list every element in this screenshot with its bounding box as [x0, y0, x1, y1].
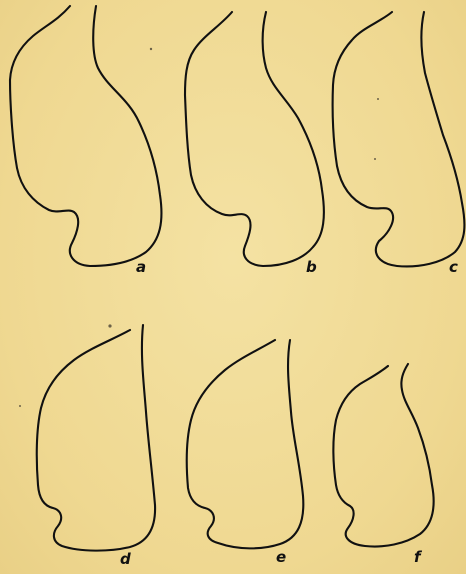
outline-b-stroke	[185, 12, 324, 266]
label-b: b	[306, 258, 317, 276]
label-f: f	[414, 548, 423, 566]
outline-b: b	[185, 12, 324, 276]
speck-dot	[150, 48, 152, 50]
outline-e-stroke	[187, 340, 304, 548]
speck-dot	[108, 324, 111, 327]
outline-c-stroke	[333, 12, 465, 266]
outline-a: a	[10, 6, 161, 276]
speck-dot	[19, 405, 21, 407]
outline-c: c	[333, 12, 465, 276]
outline-f-stroke	[333, 364, 433, 547]
outline-f: f	[333, 364, 433, 566]
outline-a-stroke	[10, 6, 161, 266]
label-d: d	[120, 550, 131, 568]
outline-e: e	[187, 340, 304, 566]
speck-dot	[377, 98, 379, 100]
label-a: a	[136, 258, 146, 276]
outline-d: d	[37, 325, 155, 568]
label-c: c	[449, 258, 458, 276]
label-e: e	[276, 548, 286, 566]
speck-dot	[374, 158, 376, 160]
outline-d-stroke	[37, 325, 155, 551]
